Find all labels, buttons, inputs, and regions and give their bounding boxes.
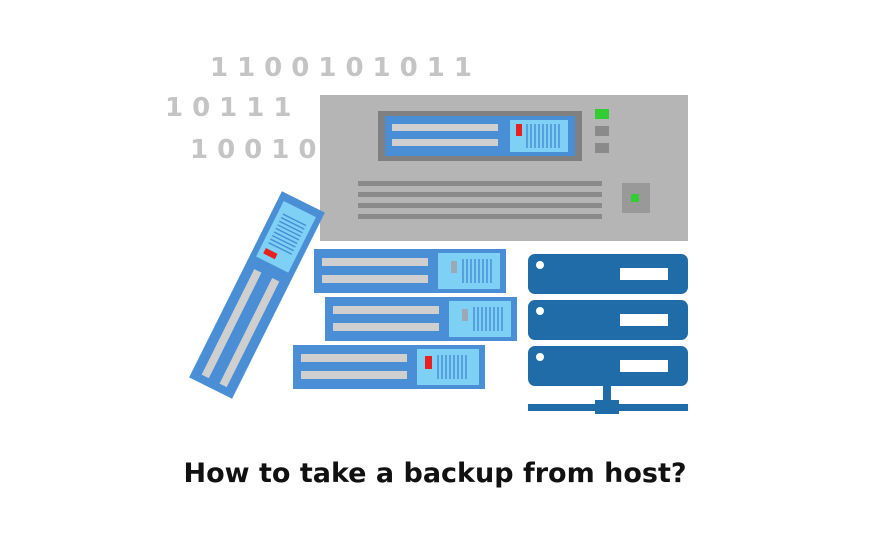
page-title: How to take a backup from host?: [183, 458, 687, 489]
status-led-icon: [595, 109, 609, 119]
binary-digits-line-3: 10010: [190, 135, 326, 165]
binary-digits-line-2: 10111: [165, 93, 301, 123]
hard-drive-icon: [325, 297, 517, 341]
network-server-stack-icon: [528, 254, 688, 414]
hard-drive-icon: [293, 345, 485, 389]
hard-drive-icon: [314, 249, 506, 293]
server-rack-icon: [320, 95, 688, 241]
binary-digits-line-1: 1100101011: [210, 53, 481, 83]
hard-drive-icon: [189, 191, 325, 399]
